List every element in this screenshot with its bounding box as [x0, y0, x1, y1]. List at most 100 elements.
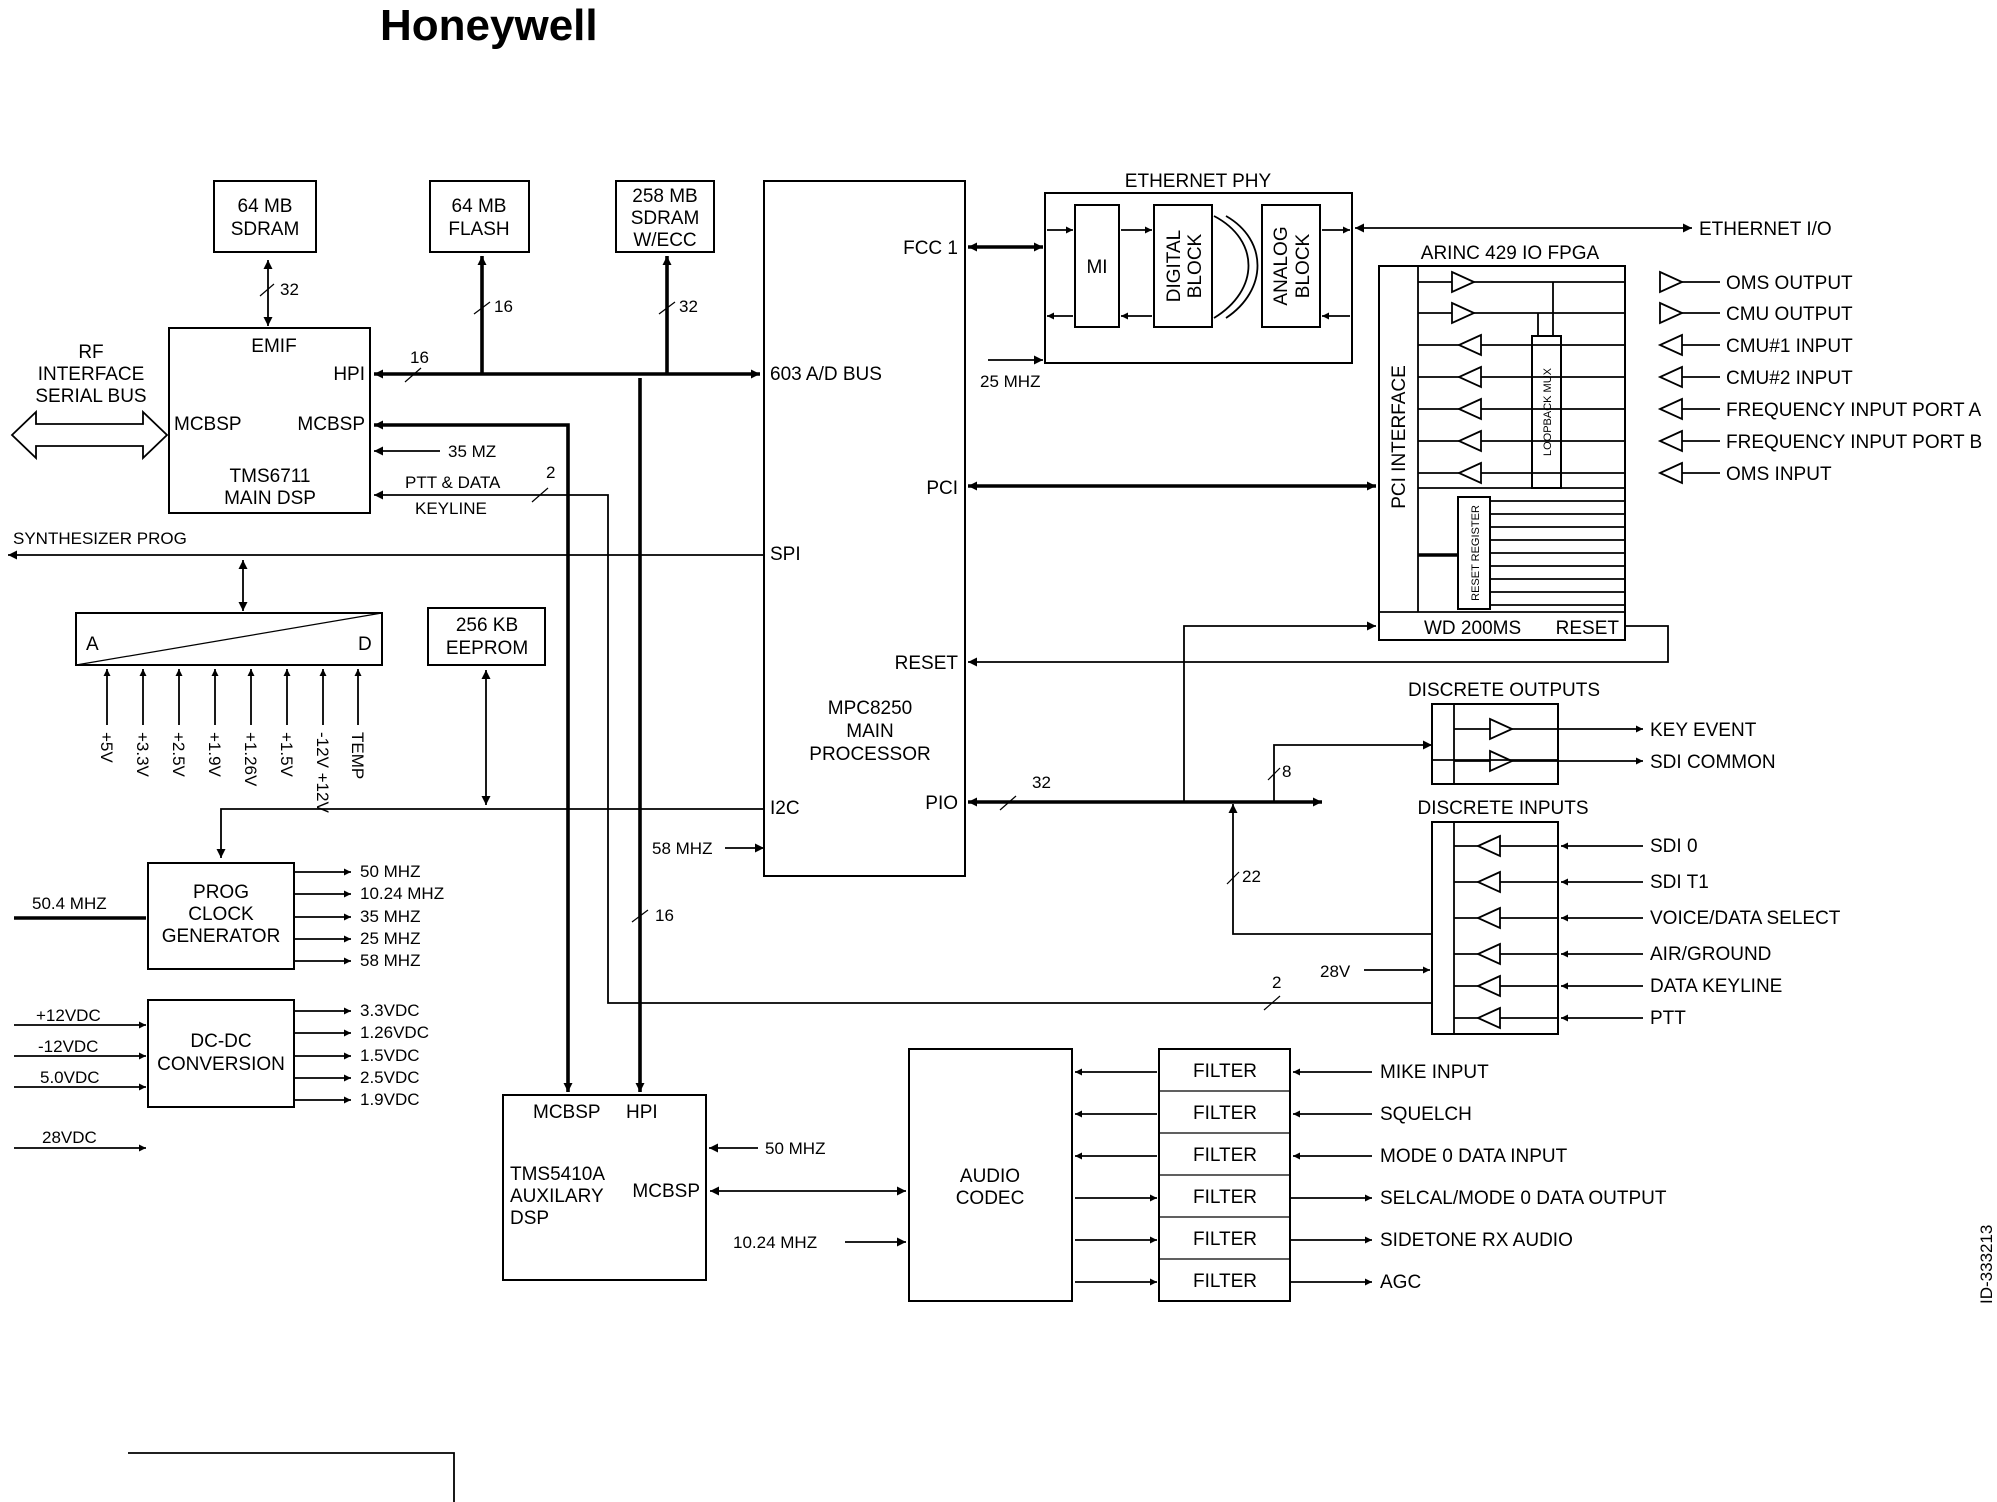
ethernet-digital-line1: DIGITAL [1164, 230, 1185, 303]
pio-discrete-out-link [1273, 740, 1432, 802]
aux-dsp-block: MCBSP HPI TMS5410A AUXILARY DSP MCBSP [502, 1094, 707, 1281]
width-label-32-pio: 32 [1032, 773, 1051, 792]
arinc-loopback-mux-label: LOOPBACK MUX [1542, 367, 1554, 456]
discrete-input-arrows [1561, 842, 1643, 1022]
audio-mike-input: MIKE INPUT [1380, 1062, 1489, 1083]
aux-50mhz-label: 50 MHZ [765, 1139, 825, 1158]
width-label-16-aux: 16 [655, 906, 674, 925]
sdram-258mb-ecc: W/ECC [633, 230, 696, 251]
adc-input-3v3: +3.3V [133, 732, 152, 778]
power-output-1v5: 1.5VDC [360, 1046, 420, 1065]
i2c-bus-line [216, 808, 764, 858]
processor-pci-label: PCI [926, 478, 958, 499]
ethernet-mi-label: MI [1086, 257, 1107, 278]
ethernet-phy-title: ETHERNET PHY [1125, 171, 1272, 192]
sdram-258mb-block: 258 MB SDRAM W/ECC [615, 180, 715, 253]
clock-gen-line2: CLOCK [188, 904, 254, 925]
arinc-oms-input: OMS INPUT [1726, 464, 1832, 485]
main-dsp-mcbsp-left-label: MCBSP [174, 414, 242, 435]
power-output-1v9: 1.9VDC [360, 1090, 420, 1109]
arinc-reset-register-label: RESET REGISTER [1470, 505, 1482, 601]
processor-name-label: PROCESSOR [809, 744, 930, 765]
arinc-cmu-output: CMU OUTPUT [1726, 304, 1853, 325]
processor-bus-label: 603 A/D BUS [770, 364, 882, 385]
discrete-inputs-block [1431, 821, 1559, 1035]
eeprom-size: 256 KB [456, 615, 518, 636]
processor-reset-label: RESET [895, 653, 959, 674]
discrete-out-key-event: KEY EVENT [1650, 720, 1757, 741]
width-label-32-sdram258: 32 [679, 297, 698, 316]
arinc-fpga-block: PCI INTERFACE WD 200MS RESET LOOPBACK MU… [1378, 265, 1626, 641]
clock-35mz-label: 35 MZ [448, 442, 496, 461]
eeprom-block: 256 KB EEPROM [427, 607, 546, 666]
adc-input-12v: -12V +12V [313, 732, 332, 813]
processor-i2c-label: I2C [770, 798, 800, 819]
adc-input-labels: +5V +3.3V +2.5V +1.9V +1.26V +1.5V -12V … [97, 732, 367, 813]
power-output-2v5: 2.5VDC [360, 1068, 420, 1087]
main-dsp-title: MAIN DSP [224, 488, 316, 509]
ethernet-25mhz-label: 25 MHZ [980, 372, 1040, 391]
rf-label-line2: INTERFACE [38, 364, 145, 385]
discrete-out-sdi-common: SDI COMMON [1650, 752, 1776, 773]
arinc-title: ARINC 429 IO FPGA [1421, 243, 1600, 264]
audio-selcal-output: SELCAL/MODE 0 DATA OUTPUT [1380, 1188, 1667, 1209]
clock-input-label: 50.4 MHZ [32, 894, 107, 913]
clock-58mhz-label: 58 MHZ [652, 839, 712, 858]
arinc-freq-port-a: FREQUENCY INPUT PORT A [1726, 400, 1981, 421]
audio-codec-line1: AUDIO [960, 1166, 1020, 1187]
main-dsp-hpi-label: HPI [333, 364, 365, 385]
discrete-28v-label: 28V [1320, 962, 1351, 981]
width-label-16-flash: 16 [494, 297, 513, 316]
power-input-neg12v: -12VDC [38, 1037, 98, 1056]
processor-name-main: MAIN [846, 721, 894, 742]
eeprom-type: EEPROM [446, 638, 528, 659]
watchdog-reset-line [968, 625, 1669, 667]
clock-gen-line3: GENERATOR [162, 926, 281, 947]
clock-output-10mhz: 10.24 MHZ [360, 884, 444, 903]
ethernet-analog-line2: BLOCK [1293, 233, 1314, 298]
flash-64mb-block: 64 MB FLASH [429, 180, 530, 253]
sdram-64mb-size: 64 MB [238, 196, 293, 217]
filter-5: FILTER [1193, 1229, 1257, 1250]
keyline-label: KEYLINE [415, 499, 487, 518]
width-label-2-discrete: 2 [1272, 973, 1281, 992]
arinc-freq-port-b: FREQUENCY INPUT PORT B [1726, 432, 1982, 453]
adc-input-2v5: +2.5V [169, 732, 188, 778]
power-input-12v: +12VDC [36, 1006, 101, 1025]
discrete-in-sdit1: SDI T1 [1650, 872, 1709, 893]
rf-double-arrow [10, 409, 169, 461]
ethernet-analog-line1: ANALOG [1271, 226, 1292, 305]
adc-analog-label: A [86, 634, 99, 655]
audio-codec-line2: CODEC [956, 1188, 1025, 1209]
adc-digital-label: D [358, 634, 372, 655]
adc-input-5v: +5V [97, 732, 116, 763]
rf-interface-serial-bus: RF INTERFACE SERIAL BUS [10, 342, 169, 461]
synthesizer-prog-label: SYNTHESIZER PROG [13, 529, 187, 548]
pio-watchdog-link [1183, 621, 1376, 802]
aux-dsp-mcbsp-right: MCBSP [632, 1181, 700, 1202]
audio-codec-block: AUDIO CODEC [908, 1048, 1073, 1302]
audio-mode0-input: MODE 0 DATA INPUT [1380, 1146, 1568, 1167]
dcdc-line2: CONVERSION [157, 1054, 285, 1075]
clock-generator-block: PROG CLOCK GENERATOR [147, 862, 295, 970]
arinc-pci-interface-label: PCI INTERFACE [1389, 365, 1410, 509]
ethernet-io-label: ETHERNET I/O [1699, 219, 1832, 240]
power-output-3v3: 3.3VDC [360, 1001, 420, 1020]
width-label-32-sdram: 32 [280, 280, 299, 299]
main-dsp-mcbsp-right-label: MCBSP [297, 414, 365, 435]
adc-input-temp: TEMP [348, 732, 367, 779]
filter-2: FILTER [1193, 1103, 1257, 1124]
clock-gen-line1: PROG [193, 882, 249, 903]
ethernet-phy-block: ETHERNET PHY MI DIGITAL BLOCK ANALOG BLO… [1044, 171, 1353, 364]
power-input-arrows [14, 1021, 146, 1152]
arinc-input-buffers [1657, 333, 1720, 485]
clock-output-35mhz: 35 MHZ [360, 907, 420, 926]
main-dsp-chip-name: TMS6711 [230, 466, 311, 487]
width-label-2-keyline: 2 [546, 463, 555, 482]
audio-signal-arrows [1290, 1068, 1372, 1286]
sdram-64mb-type: SDRAM [231, 219, 300, 240]
audio-squelch: SQUELCH [1380, 1104, 1472, 1125]
audio-agc: AGC [1380, 1272, 1421, 1293]
aux-dsp-chip-name: TMS5410A [510, 1164, 605, 1185]
